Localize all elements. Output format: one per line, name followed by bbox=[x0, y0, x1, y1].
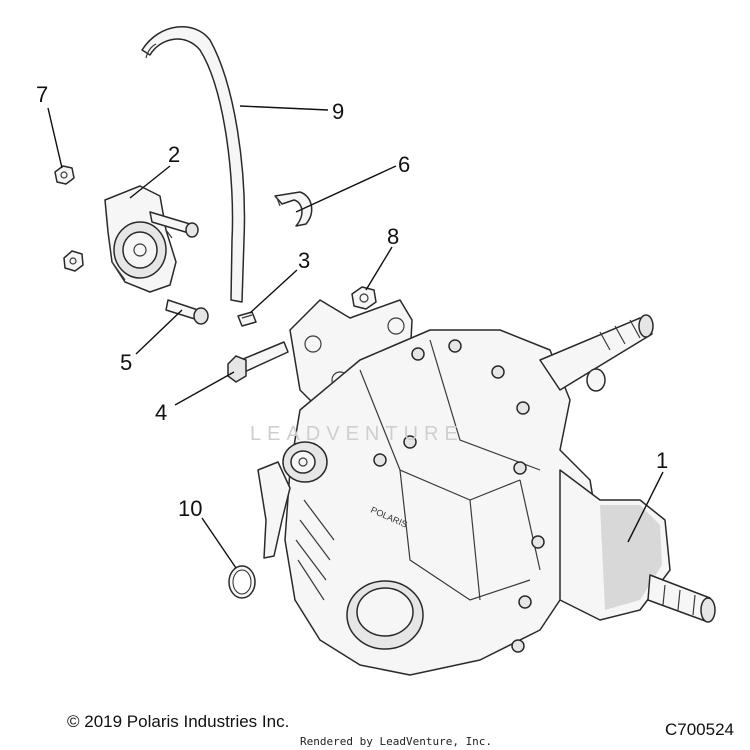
part-3-clip[interactable] bbox=[237, 311, 257, 327]
callout-3[interactable]: 3 bbox=[298, 248, 310, 273]
part-2-sensor-bracket[interactable] bbox=[104, 185, 199, 293]
rendered-by-text: Rendered by LeadVenture, Inc. bbox=[300, 735, 493, 748]
diagram-code: C700524 bbox=[664, 720, 734, 739]
leader-line-9 bbox=[239, 105, 329, 111]
leader-line-1 bbox=[627, 471, 664, 543]
callout-5[interactable]: 5 bbox=[120, 350, 132, 375]
watermark: LEADVENTURE bbox=[250, 423, 464, 445]
callout-1[interactable]: 1 bbox=[656, 448, 668, 473]
copyright-text: © 2019 Polaris Industries Inc. bbox=[67, 712, 290, 731]
part-4-bolt[interactable] bbox=[227, 341, 289, 383]
part-5-bolt[interactable] bbox=[165, 299, 209, 325]
callout-7[interactable]: 7 bbox=[36, 82, 48, 107]
callout-8[interactable]: 8 bbox=[387, 224, 399, 249]
callout-10[interactable]: 10 bbox=[178, 496, 202, 521]
part-9-hose[interactable] bbox=[141, 26, 246, 303]
part-8-nut[interactable] bbox=[351, 286, 377, 310]
callout-2[interactable]: 2 bbox=[168, 142, 180, 167]
part-10-o-ring[interactable] bbox=[228, 565, 256, 599]
bracket-nut[interactable] bbox=[63, 250, 84, 272]
leader-line-8 bbox=[365, 246, 393, 291]
callout-9[interactable]: 9 bbox=[332, 99, 344, 124]
part-1-transmission[interactable]: POLARIS bbox=[257, 299, 716, 676]
part-6-clamp[interactable] bbox=[274, 191, 313, 227]
leader-line-5 bbox=[135, 309, 183, 355]
callout-4[interactable]: 4 bbox=[155, 400, 167, 425]
leader-line-6 bbox=[295, 165, 397, 213]
leader-line-3 bbox=[249, 269, 298, 314]
leader-line-2 bbox=[129, 165, 171, 199]
callout-6[interactable]: 6 bbox=[398, 152, 410, 177]
leader-line-10 bbox=[201, 517, 237, 569]
leader-line-7 bbox=[47, 107, 63, 169]
part-7-nut[interactable] bbox=[54, 165, 75, 185]
leader-line-4 bbox=[174, 371, 235, 406]
